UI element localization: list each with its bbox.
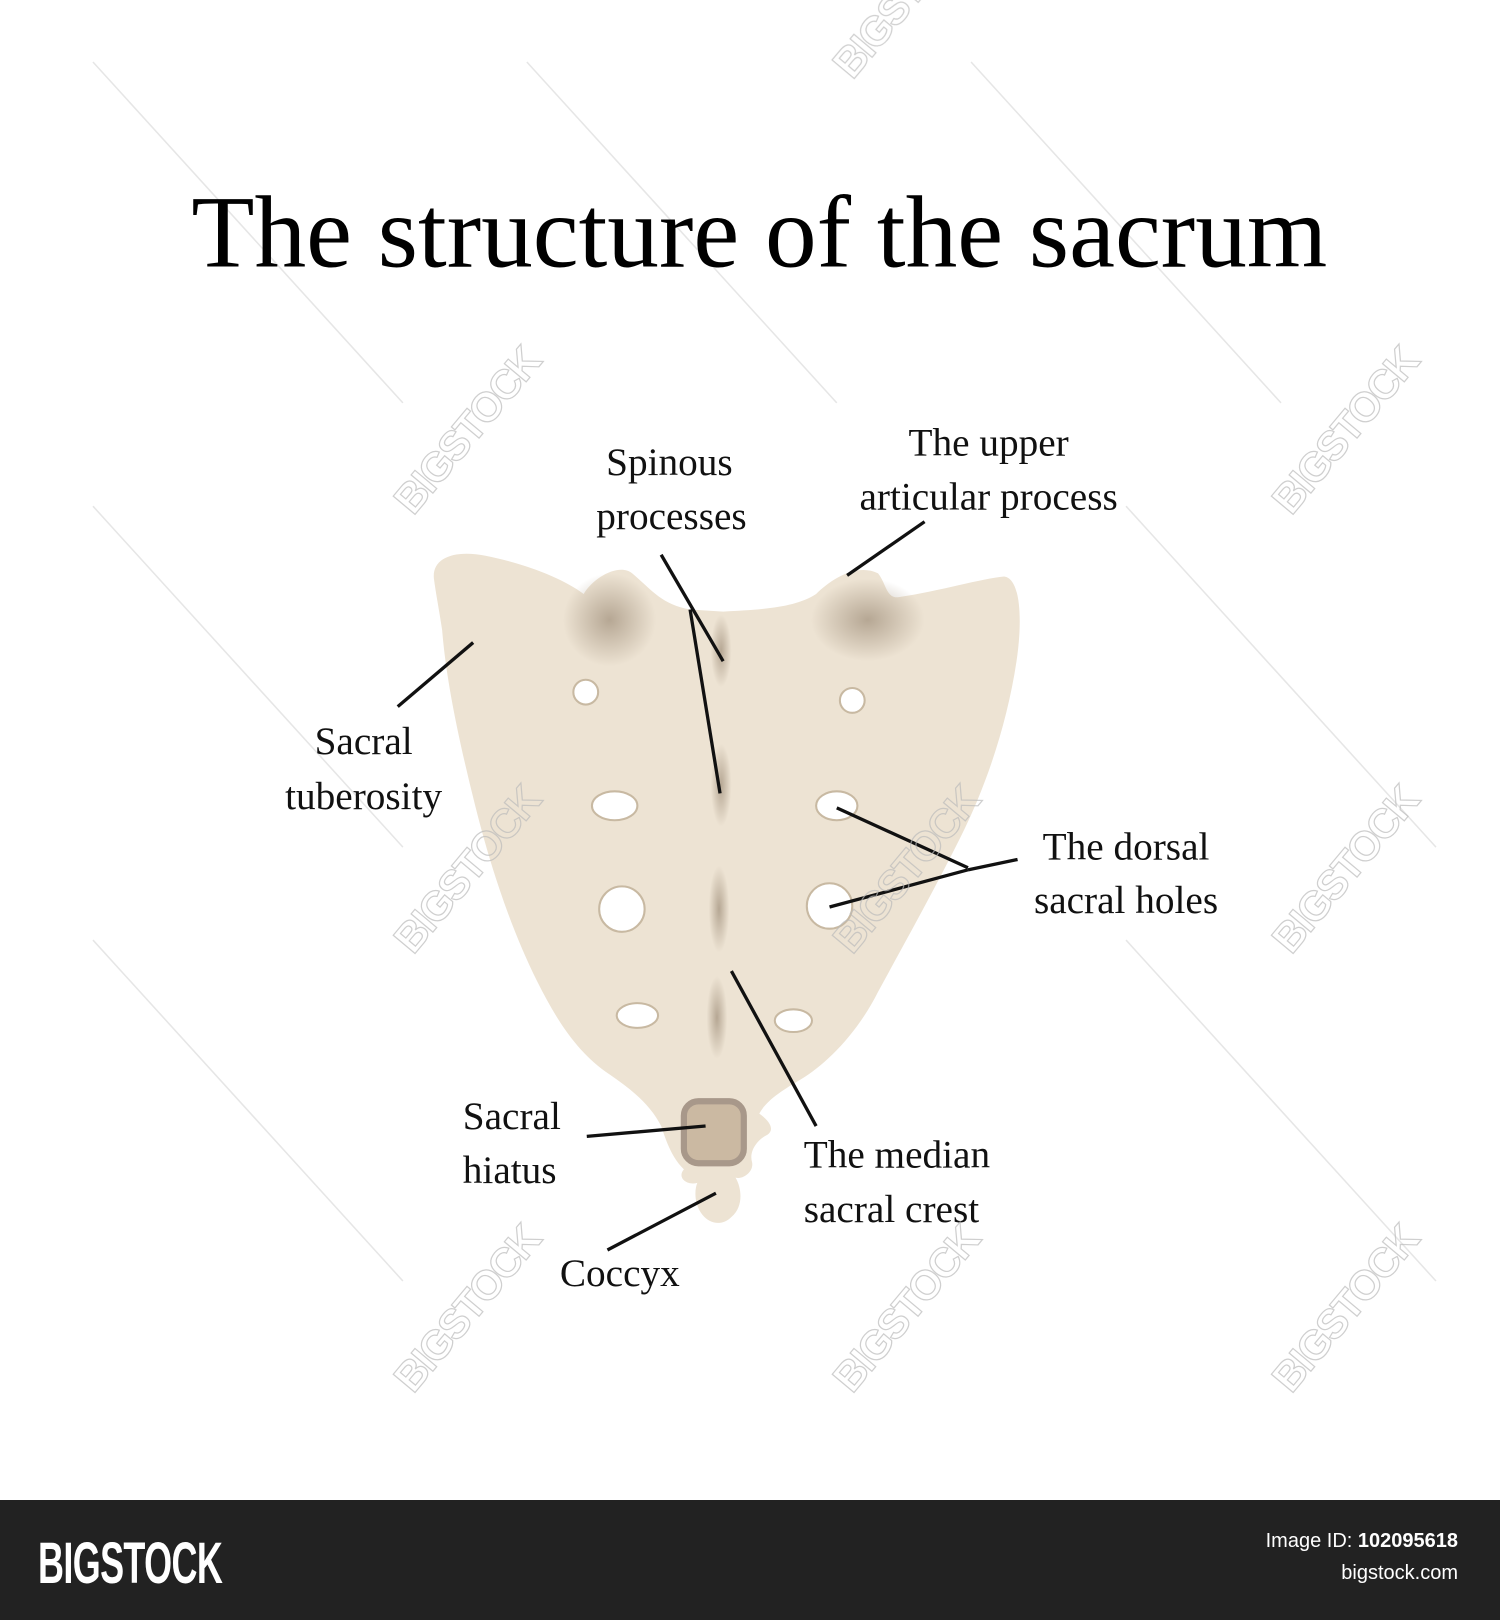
svg-text:BIGSTOCK: BIGSTOCK (1263, 337, 1429, 522)
label-median-crest-2: sacral crest (804, 1188, 980, 1231)
sacral-hiatus-shape (680, 1098, 747, 1167)
label-sacral-tuberosity-2: tuberosity (285, 775, 442, 818)
label-spinous-processes-2: processes (596, 495, 746, 538)
label-dorsal-holes-2: sacral holes (1034, 879, 1218, 922)
label-sacral-tuberosity-1: Sacral (315, 720, 413, 763)
label-upper-articular-2: articular process (859, 475, 1117, 518)
label-median-crest-1: The median (804, 1133, 991, 1176)
svg-text:BIGSTOCK: BIGSTOCK (824, 0, 990, 86)
bigstock-logo: BIGSTOCK (38, 1531, 223, 1596)
label-upper-articular-1: The upper (909, 422, 1069, 465)
dorsal-sacral-holes (572, 678, 866, 1034)
label-dorsal-holes-1: The dorsal (1043, 826, 1210, 869)
svg-text:BIGSTOCK: BIGSTOCK (1263, 776, 1429, 961)
site-link[interactable]: bigstock.com (1341, 1562, 1458, 1584)
svg-text:BIGSTOCK: BIGSTOCK (1263, 1215, 1429, 1400)
footer-bar: BIGSTOCK Image ID: 102095618 bigstock.co… (0, 1500, 1500, 1620)
leader-lines (396, 520, 1018, 1252)
svg-text:BIGSTOCK: BIGSTOCK (385, 337, 551, 522)
watermark-lines (92, 61, 1437, 1282)
label-spinous-processes-1: Spinous (606, 441, 733, 484)
svg-text:BIGSTOCK: BIGSTOCK (824, 1215, 990, 1400)
sacrum-bone (433, 553, 1020, 1223)
image-id-label: Image ID: (1265, 1530, 1353, 1552)
label-coccyx: Coccyx (560, 1252, 680, 1295)
page-title: The structure of the sacrum (191, 176, 1327, 290)
image-id: Image ID: 102095618 (1266, 1530, 1458, 1553)
label-sacral-hiatus-2: hiatus (463, 1149, 557, 1192)
image-id-value: 102095618 (1357, 1530, 1458, 1552)
label-sacral-hiatus-1: Sacral (463, 1095, 561, 1138)
sacrum-diagram: The structure of the sacrum (92, 0, 1437, 1401)
labels: Spinous processes The upper articular pr… (285, 422, 1218, 1296)
svg-text:BIGSTOCK: BIGSTOCK (385, 1215, 551, 1400)
